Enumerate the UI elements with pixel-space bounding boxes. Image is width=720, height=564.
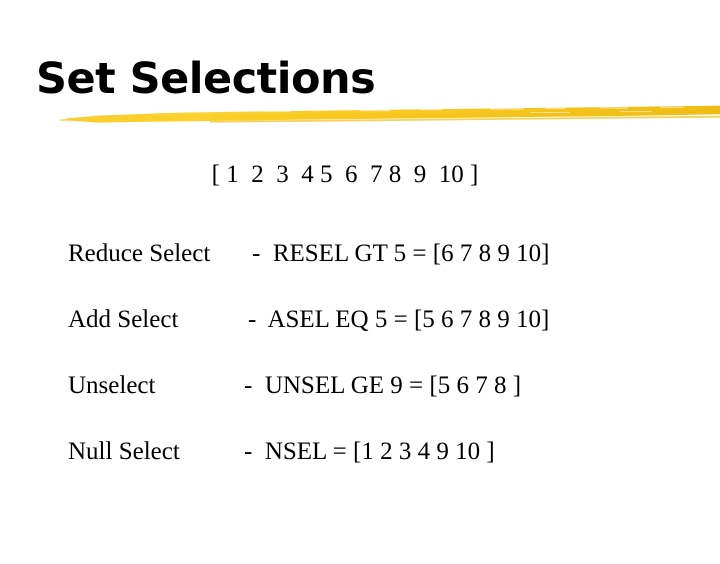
table-row: Unselect - UNSEL GE 9 = [5 6 7 8 ] (0, 370, 720, 436)
row-label-reduce-select: Reduce Select (68, 240, 211, 267)
slide: Set Selections (0, 54, 720, 502)
row-expression-null-select: - NSEL = [1 2 3 4 9 10 ] (244, 438, 495, 465)
table-row: Add Select - ASEL EQ 5 = [5 6 7 8 9 10] (0, 304, 720, 370)
row-expression-add-select: - ASEL EQ 5 = [5 6 7 8 9 10] (248, 306, 550, 333)
table-row: Reduce Select - RESEL GT 5 = [6 7 8 9 10… (0, 238, 720, 304)
row-label-add-select: Add Select (68, 306, 179, 333)
set-notation-line: [ 1 2 3 4 5 6 7 8 9 10 ] (211, 161, 479, 188)
selection-rows: Reduce Select - RESEL GT 5 = [6 7 8 9 10… (0, 238, 720, 502)
row-expression-unselect: - UNSEL GE 9 = [5 6 7 8 ] (244, 372, 522, 399)
row-label-null-select: Null Select (68, 438, 180, 465)
row-expression-reduce-select: - RESEL GT 5 = [6 7 8 9 10] (252, 240, 550, 267)
table-row: Null Select - NSEL = [1 2 3 4 9 10 ] (0, 436, 720, 502)
brush-stroke-divider (60, 105, 720, 123)
page-title: Set Selections (36, 54, 376, 104)
row-label-unselect: Unselect (68, 372, 156, 399)
